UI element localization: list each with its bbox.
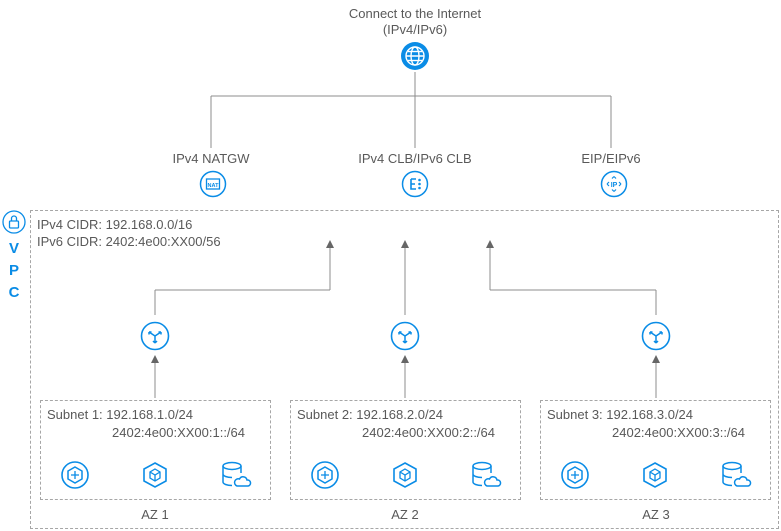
gateway-label-natgw: IPv4 NATGW — [172, 151, 250, 166]
subnet-cidr-v4: Subnet 2: 192.168.2.0/24 — [297, 407, 444, 422]
container-cube-icon — [640, 460, 670, 490]
router-icon — [390, 321, 420, 351]
gateway-label-clb: IPv4 CLB/IPv6 CLB — [358, 151, 472, 166]
internet-title: Connect to the Internet — [348, 6, 482, 21]
internet-subtitle: (IPv4/IPv6) — [382, 22, 448, 37]
cloud-database-icon — [220, 460, 252, 490]
cloud-database-icon — [720, 460, 752, 490]
svg-text:NAT: NAT — [208, 183, 220, 189]
subnet-box — [40, 400, 271, 500]
vpc-letter-v: V — [8, 240, 19, 257]
cvm-icon — [310, 460, 340, 490]
vpc-container — [30, 210, 779, 529]
az-label: AZ 3 — [642, 507, 670, 522]
nat-gateway-icon: NAT — [199, 170, 227, 198]
cvm-icon — [560, 460, 590, 490]
subnet-cidr-v4: Subnet 3: 192.168.3.0/24 — [547, 407, 694, 422]
router-icon — [641, 321, 671, 351]
subnet-cidr-v4: Subnet 1: 192.168.1.0/24 — [47, 407, 194, 422]
router-icon — [140, 321, 170, 351]
container-cube-icon — [390, 460, 420, 490]
az-label: AZ 2 — [391, 507, 419, 522]
load-balancer-icon — [401, 170, 429, 198]
vpc-letter-c: C — [8, 284, 20, 301]
az-label: AZ 1 — [141, 507, 169, 522]
subnet-cidr-v6: 2402:4e00:XX00:1::/64 — [112, 425, 246, 440]
lock-icon — [2, 210, 26, 234]
subnet-cidr-v6: 2402:4e00:XX00:3::/64 — [612, 425, 746, 440]
eip-icon: IP — [600, 170, 628, 198]
container-cube-icon — [140, 460, 170, 490]
vpc-ipv4-cidr: IPv4 CIDR: 192.168.0.0/16 — [37, 217, 193, 232]
vpc-ipv6-cidr: IPv6 CIDR: 2402:4e00:XX00/56 — [37, 234, 221, 249]
subnet-box — [540, 400, 771, 500]
subnet-box — [290, 400, 521, 500]
globe-icon — [399, 40, 431, 72]
gateway-label-eip: EIP/EIPv6 — [581, 151, 641, 166]
subnet-cidr-v6: 2402:4e00:XX00:2::/64 — [362, 425, 496, 440]
cloud-database-icon — [470, 460, 502, 490]
vpc-letter-p: P — [8, 262, 19, 279]
svg-text:IP: IP — [611, 182, 618, 189]
cvm-icon — [60, 460, 90, 490]
